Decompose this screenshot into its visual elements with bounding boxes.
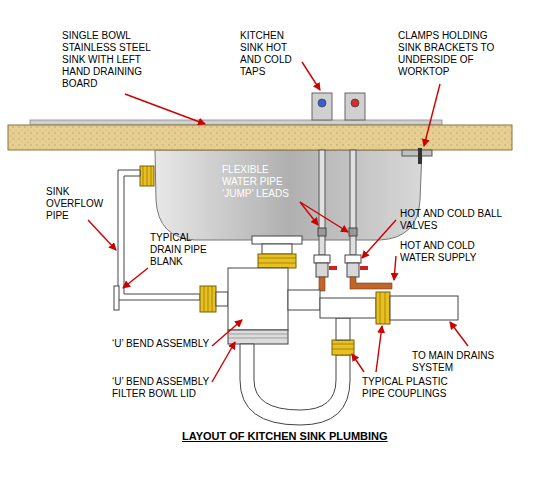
part-label: TYPICAL PLASTIC PIPE COUPLINGS [362, 376, 458, 400]
part-label: HOT AND COLD BALL VALVES [400, 208, 520, 232]
part-label: KITCHEN SINK HOT AND COLD TAPS [240, 30, 298, 78]
part-label: ‘U’ BEND ASSEMBLY FILTER BOWL LID [112, 376, 232, 400]
diagram-title: LAYOUT OF KITCHEN SINK PLUMBING [182, 430, 388, 442]
part-label: TYPICAL DRAIN PIPE BLANK [150, 232, 222, 268]
part-label: SINGLE BOWL STAINLESS STEEL SINK WITH LE… [62, 30, 162, 90]
part-label: HOT AND COLD WATER SUPPLY [400, 240, 490, 264]
part-label: SINK OVERFLOW PIPE [46, 186, 116, 222]
part-label: CLAMPS HOLDING SINK BRACKETS TO UNDERSID… [398, 30, 510, 78]
part-label: TO MAIN DRAINS SYSTEM [412, 350, 522, 374]
part-label: FLEXIBLE WATER PIPE ‘JUMP’ LEADS [222, 164, 302, 200]
part-label: ‘U’ BEND ASSEMBLY [112, 338, 232, 350]
